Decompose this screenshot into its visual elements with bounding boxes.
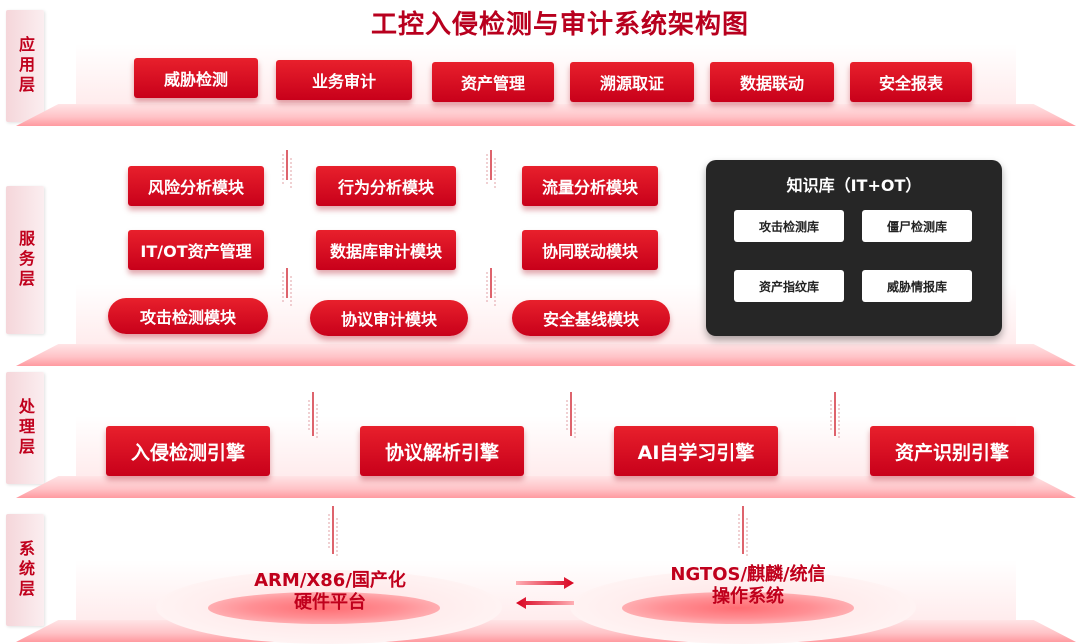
hardware-disc-inner <box>208 592 440 624</box>
layer-tab-system: 系统层 <box>6 514 44 626</box>
svc-traffic-analysis: 流量分析模块 <box>522 166 658 206</box>
connector-lines <box>486 268 496 306</box>
svc-risk-analysis: 风险分析模块 <box>128 166 264 206</box>
hardware-platform-line2: 硬件平台 <box>294 592 366 613</box>
knowledge-base-panel: 知识库（IT+OT） 攻击检测库 僵尸检测库 资产指纹库 威胁情报库 <box>706 160 1002 336</box>
kb-botnet-detection-lib: 僵尸检测库 <box>862 210 972 242</box>
app-traceback-forensics: 溯源取证 <box>570 62 694 102</box>
knowledge-base-title: 知识库（IT+OT） <box>786 176 922 195</box>
svc-behavior-analysis: 行为分析模块 <box>316 166 456 206</box>
proc-asset-identification-engine: 资产识别引擎 <box>870 426 1034 476</box>
svc-itot-asset-management: IT/OT资产管理 <box>128 230 264 270</box>
kb-attack-detection-lib: 攻击检测库 <box>734 210 844 242</box>
connector-lines <box>486 150 496 188</box>
svc-database-audit: 数据库审计模块 <box>316 230 456 270</box>
layer-label: 服务层 <box>16 230 35 290</box>
connector-lines <box>566 392 576 438</box>
kb-threat-intel-lib: 威胁情报库 <box>862 270 972 302</box>
layer-label: 应用层 <box>16 36 35 96</box>
layer-tab-service: 服务层 <box>6 186 44 334</box>
svc-attack-detection: 攻击检测模块 <box>108 298 268 334</box>
hardware-platform-label: ARM/X86/国产化 硬件平台 <box>230 570 430 614</box>
connector-lines <box>738 506 748 556</box>
os-line1: NGTOS/麒麟/统信 <box>670 564 826 585</box>
app-business-audit: 业务审计 <box>276 60 412 100</box>
os-label: NGTOS/麒麟/统信 操作系统 <box>648 564 848 608</box>
layer-tab-processing: 处理层 <box>6 372 44 484</box>
connector-lines <box>282 150 292 188</box>
connector-lines <box>328 506 338 556</box>
os-line2: 操作系统 <box>712 586 784 607</box>
proc-intrusion-detection-engine: 入侵检测引擎 <box>106 426 270 476</box>
svc-collaborative-linkage: 协同联动模块 <box>522 230 658 270</box>
bidirectional-arrow-icon <box>516 577 574 609</box>
svc-security-baseline: 安全基线模块 <box>512 300 670 336</box>
diagram-title: 工控入侵检测与审计系统架构图 <box>370 10 749 40</box>
app-asset-management: 资产管理 <box>432 62 554 102</box>
app-data-linkage: 数据联动 <box>710 62 834 102</box>
hardware-platform-line1: ARM/X86/国产化 <box>254 570 406 591</box>
connector-lines <box>308 392 318 438</box>
app-security-report: 安全报表 <box>850 62 972 102</box>
proc-ai-self-learning-engine: AI自学习引擎 <box>614 426 778 476</box>
connector-lines <box>282 268 292 306</box>
layer-label: 处理层 <box>16 398 35 458</box>
connector-lines <box>830 392 840 438</box>
kb-asset-fingerprint-lib: 资产指纹库 <box>734 270 844 302</box>
os-disc-inner <box>622 592 854 624</box>
proc-protocol-parsing-engine: 协议解析引擎 <box>360 426 524 476</box>
svc-protocol-audit: 协议审计模块 <box>310 300 468 336</box>
layer-tab-application: 应用层 <box>6 10 44 122</box>
app-threat-detection: 威胁检测 <box>134 58 258 98</box>
layer-label: 系统层 <box>16 540 35 600</box>
